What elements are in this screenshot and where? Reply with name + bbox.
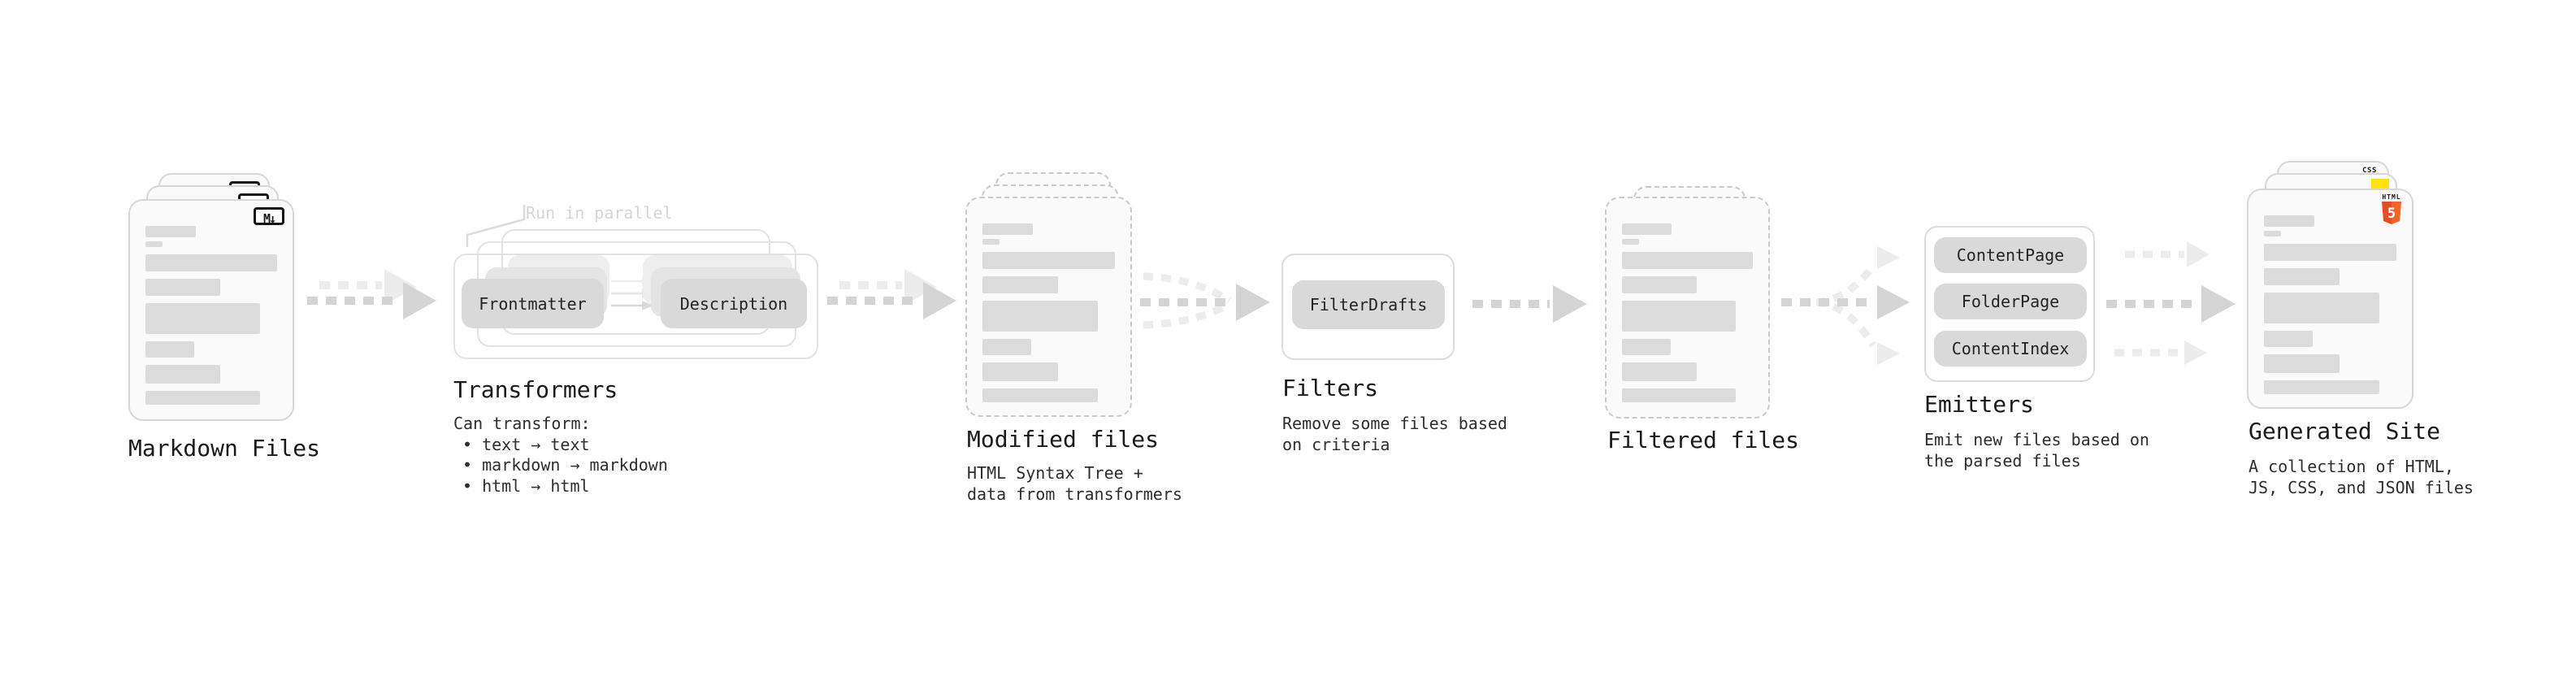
stage-title-markdown-files: Markdown Files: [128, 435, 321, 462]
run-in-parallel-label: Run in parallel: [526, 203, 673, 223]
text-line-bar: [145, 341, 194, 358]
stage-desc-emitters: Emit new files based on the parsed files: [1924, 430, 2149, 471]
generated-file-card-front: HTML 5: [2247, 189, 2413, 409]
text-line-bar: [145, 279, 221, 296]
markdown-icon: M↓: [254, 207, 284, 226]
text-line-bar: [2264, 380, 2379, 394]
text-line-bar: [2264, 215, 2314, 227]
text-line-bar: [145, 254, 277, 271]
js-icon: [2371, 179, 2389, 191]
stage-title-modified-files: Modified files: [967, 426, 1160, 453]
desc-line: JS, CSS, and JSON files: [2249, 477, 2474, 497]
text-line-bar: [145, 241, 163, 247]
text-line-bar: [1622, 276, 1697, 293]
stage-title-filtered-files: Filtered files: [1607, 427, 1800, 453]
html5-shield: 5: [2382, 202, 2401, 224]
flow-arrow-filters-to-filtered: [1472, 285, 1587, 323]
desc-bullet: • markdown → markdown: [462, 455, 668, 475]
stage-desc-filters: Remove some files based on criteria: [1282, 414, 1507, 455]
text-line-bar: [145, 391, 260, 405]
desc-line: data from transformers: [967, 484, 1182, 504]
text-line-bar: [2264, 268, 2340, 285]
document-text-lines: [982, 223, 1115, 402]
text-line-bar: [2264, 331, 2314, 347]
flow-arrow-emitters-to-generated: [2106, 241, 2236, 365]
text-line-bar: [1622, 362, 1697, 381]
desc-line: on criteria: [1282, 434, 1390, 454]
emitter-pill-folderpage: FolderPage: [1934, 284, 2087, 319]
document-text-lines: [2264, 215, 2396, 394]
text-line-bar: [2264, 231, 2282, 236]
document-text-lines: [1622, 223, 1753, 402]
text-line-bar: [2264, 244, 2396, 261]
modified-file-card-front: [965, 197, 1132, 417]
document-text-lines: [145, 226, 277, 405]
text-line-bar: [2264, 354, 2340, 373]
stage-title-transformers: Transformers: [453, 376, 618, 403]
stage-desc-transformers: Can transform: • text → text • markdown …: [453, 414, 668, 497]
desc-bullet: • text → text: [462, 434, 590, 454]
desc-line: the parsed files: [1924, 450, 2081, 471]
text-line-bar: [982, 301, 1098, 332]
text-line-bar: [1622, 388, 1737, 402]
transformer-frame-front: [453, 254, 818, 359]
text-line-bar: [982, 339, 1032, 355]
stage-desc-generated-site: A collection of HTML, JS, CSS, and JSON …: [2249, 457, 2474, 498]
svg-text:5: 5: [2387, 206, 2396, 222]
callout-leader-line: [466, 205, 526, 247]
desc-line: HTML Syntax Tree +: [967, 463, 1143, 483]
flow-arrow-markdown-to-transformers: [307, 269, 436, 319]
transformer-pill-description: Description: [661, 279, 807, 328]
stage-title-emitters: Emitters: [1924, 391, 2034, 418]
html5-icon: HTML 5: [2381, 193, 2402, 224]
text-line-bar: [982, 276, 1058, 293]
text-line-bar: [2264, 293, 2379, 323]
text-line-bar: [982, 388, 1098, 402]
desc-line: A collection of HTML,: [2249, 457, 2454, 476]
text-line-bar: [1622, 301, 1737, 332]
text-line-bar: [982, 252, 1115, 269]
stage-desc-modified-files: HTML Syntax Tree + data from transformer…: [967, 463, 1182, 505]
filtered-file-card-front: [1605, 197, 1770, 419]
text-line-bar: [145, 365, 221, 384]
filter-pill-filterdrafts: FilterDrafts: [1292, 280, 1445, 329]
text-line-bar: [145, 303, 260, 334]
text-line-bar: [1622, 223, 1672, 235]
desc-bullet: • html → html: [462, 475, 590, 496]
text-line-bar: [982, 223, 1033, 235]
emitter-pill-contentpage: ContentPage: [1934, 237, 2087, 273]
emitter-pill-contentindex: ContentIndex: [1934, 331, 2087, 367]
flow-arrow-filtered-to-emitters: [1781, 246, 1910, 365]
text-line-bar: [1622, 239, 1639, 245]
text-line-bar: [145, 226, 196, 237]
transformer-pill-frontmatter: Frontmatter: [462, 279, 604, 328]
text-line-bar: [1622, 252, 1753, 269]
desc-line: Remove some files based: [1282, 414, 1507, 433]
flow-arrow-transformers-to-modified: [827, 269, 956, 319]
text-line-bar: [982, 362, 1058, 381]
markdown-file-card-front: M↓: [128, 199, 294, 421]
text-line-bar: [1622, 339, 1671, 355]
desc-line: Can transform:: [453, 414, 591, 433]
stage-title-generated-site: Generated Site: [2249, 418, 2441, 445]
stage-title-filters: Filters: [1282, 375, 1379, 401]
desc-line: Emit new files based on: [1924, 430, 2149, 449]
text-line-bar: [982, 239, 1000, 245]
flow-arrow-modified-to-filters: [1140, 272, 1270, 329]
